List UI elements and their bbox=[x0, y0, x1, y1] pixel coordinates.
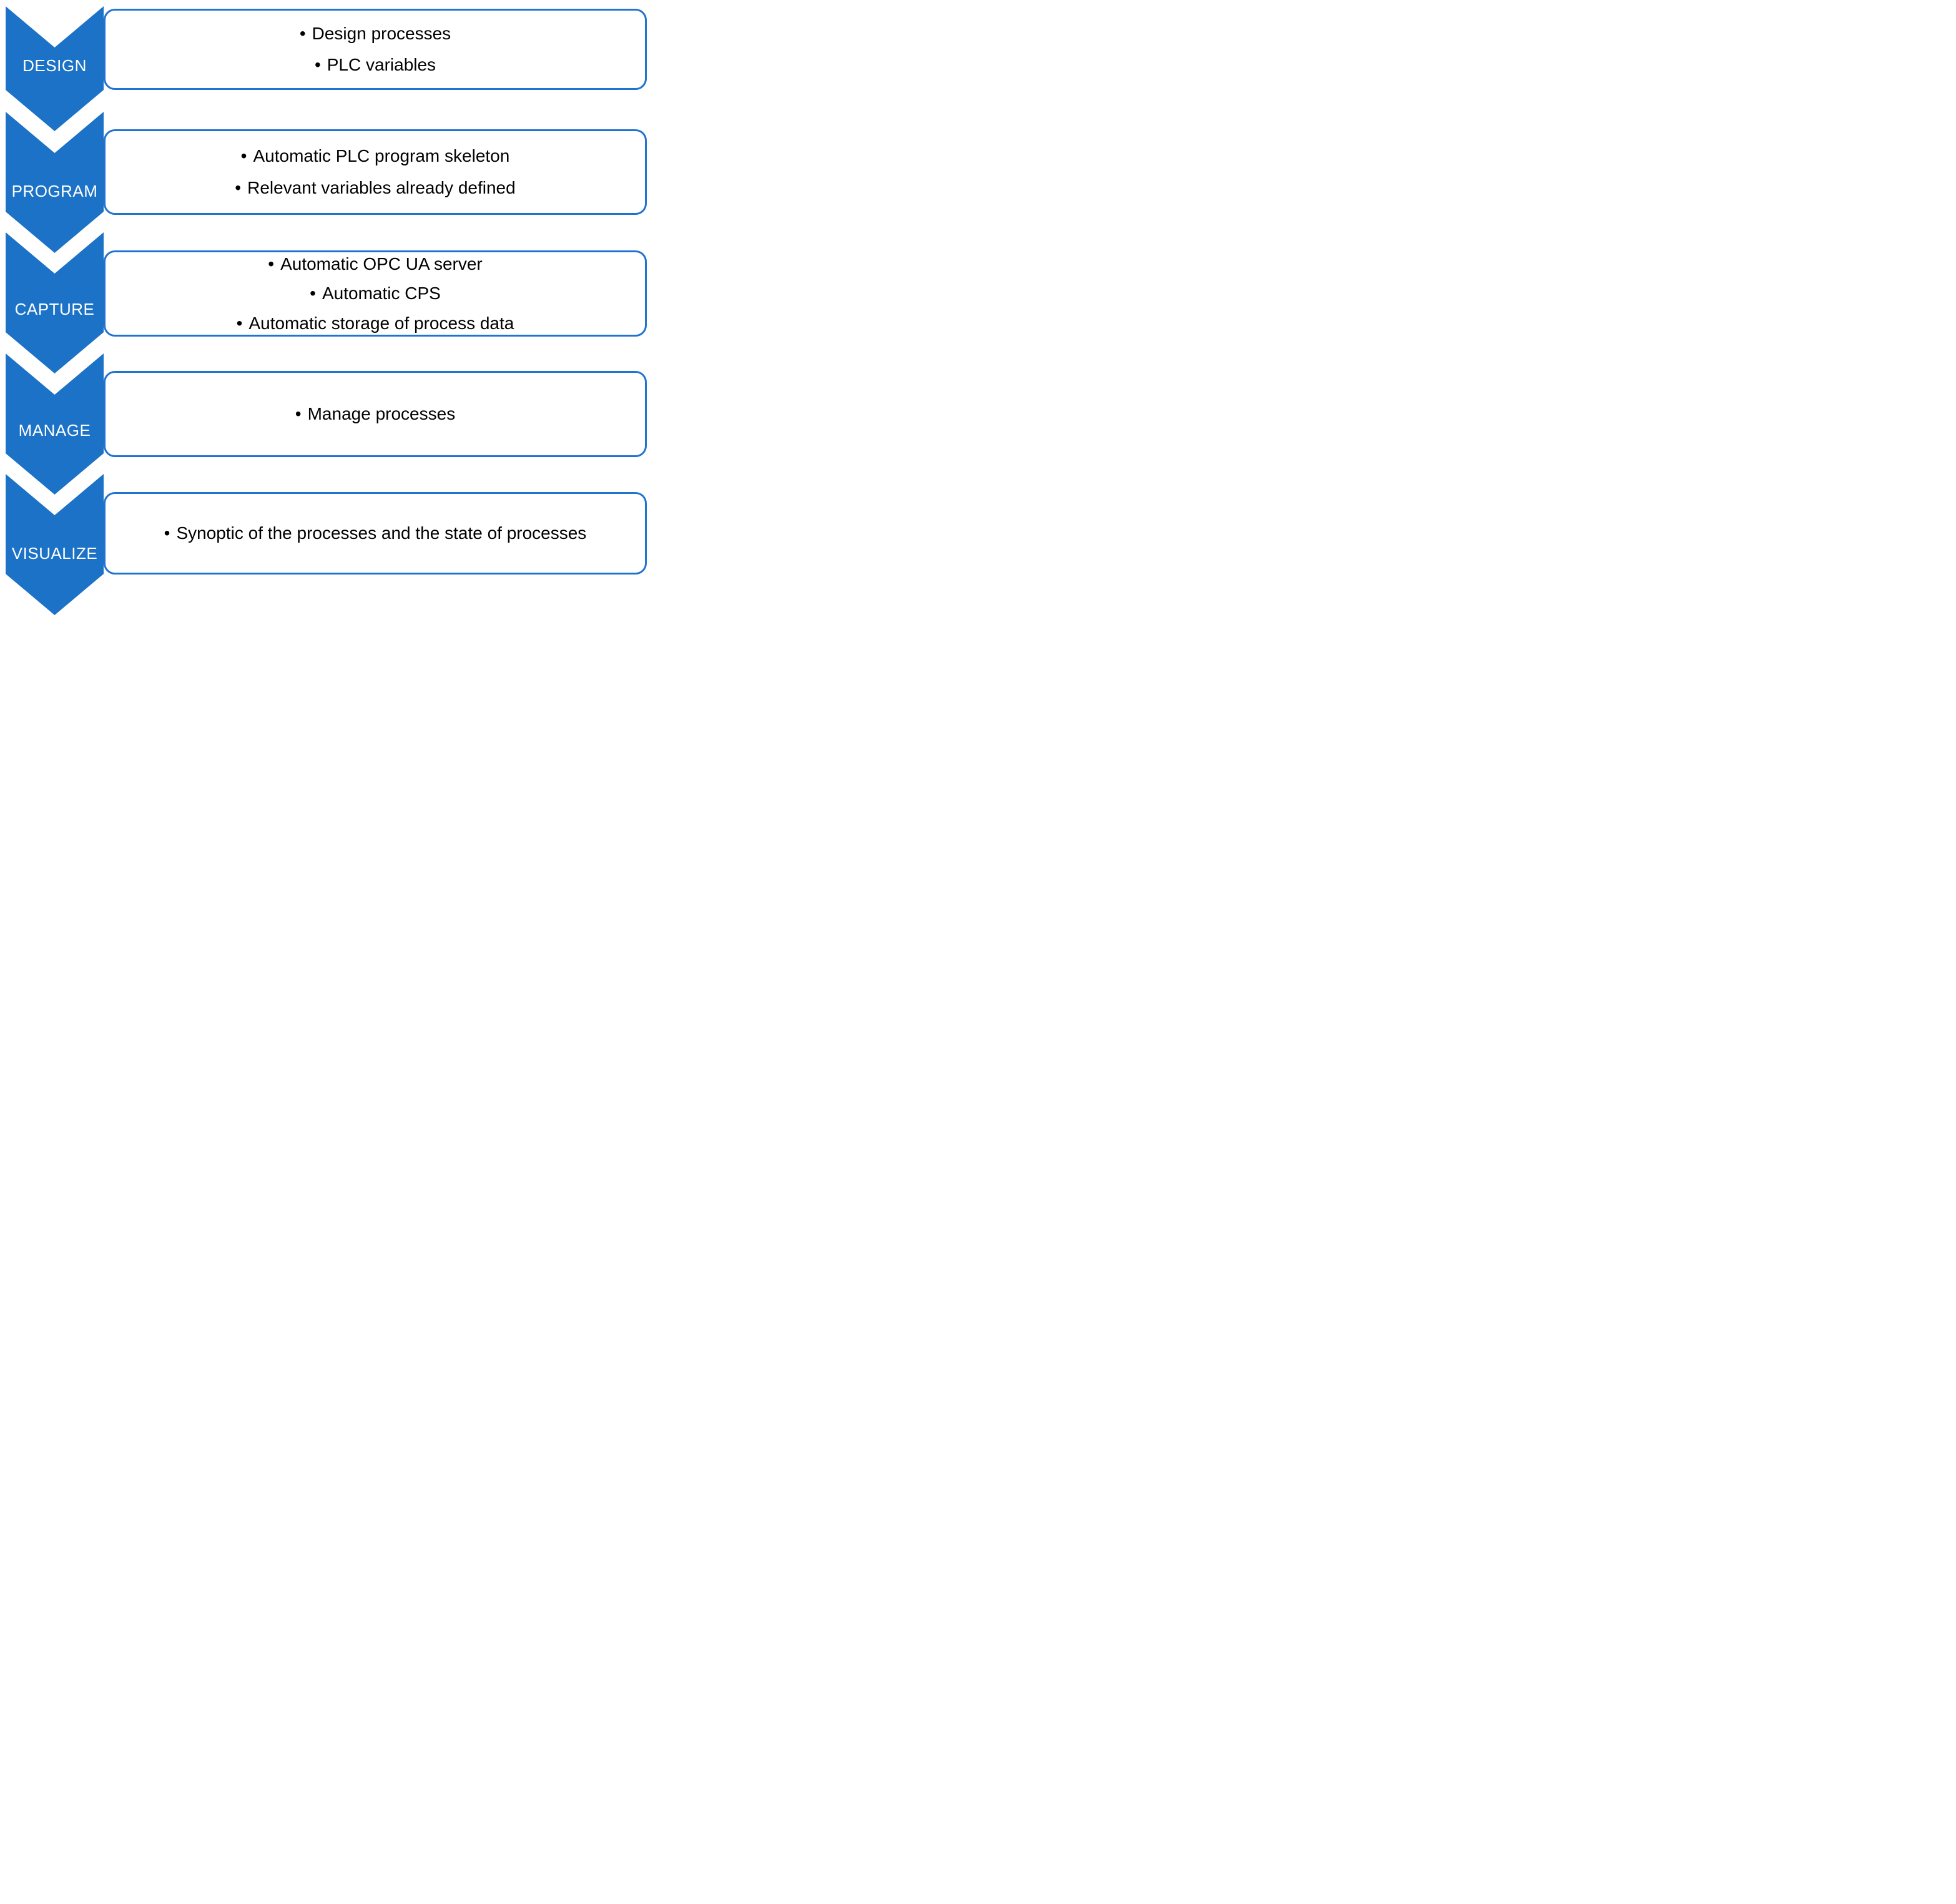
bullet-item: • Synoptic of the processes and the state… bbox=[164, 518, 587, 549]
bullet-icon: • bbox=[299, 23, 306, 43]
step-box-design: • Design processes • PLC variables bbox=[104, 9, 647, 90]
bullet-list: • Synoptic of the processes and the state… bbox=[164, 518, 587, 549]
chevron-label: VISUALIZE bbox=[11, 544, 98, 563]
bullet-icon: • bbox=[235, 177, 242, 197]
bullet-item: • Design processes bbox=[300, 18, 451, 49]
chevron-program: PROGRAM bbox=[6, 112, 104, 253]
bullet-text: Design processes bbox=[312, 23, 451, 43]
bullet-text: PLC variables bbox=[327, 55, 436, 74]
bullet-icon: • bbox=[310, 284, 316, 303]
chevron-manage: MANAGE bbox=[6, 353, 104, 495]
bullet-text: Relevant variables already defined bbox=[247, 177, 516, 197]
step-box-program: • Automatic PLC program skeleton •Relevan… bbox=[104, 129, 647, 215]
bullet-icon: • bbox=[295, 403, 302, 423]
chevron-design: DESIGN bbox=[6, 6, 104, 131]
bullet-item: •Automatic storage of process data bbox=[237, 308, 514, 338]
chevron-label: DESIGN bbox=[22, 56, 87, 75]
bullet-text: Automatic OPC UA server bbox=[280, 254, 483, 274]
step-box-capture: •Automatic OPC UA server •Automatic CPS … bbox=[104, 250, 647, 337]
bullet-icon: • bbox=[164, 523, 170, 543]
bullet-list: •Manage processes bbox=[295, 398, 455, 430]
chevron-process-diagram: DESIGN •Design processes •PLC variables … bbox=[0, 0, 652, 634]
bullet-icon: • bbox=[314, 55, 321, 74]
bullet-list: • Design processes • PLC variables bbox=[300, 18, 451, 81]
bullet-item: •Relevant variables already defined bbox=[235, 172, 515, 204]
step-box-manage: •Manage processes bbox=[104, 371, 647, 457]
bullet-icon: • bbox=[240, 146, 247, 166]
chevron-label: PROGRAM bbox=[11, 182, 98, 200]
bullet-item: • PLC variables bbox=[300, 49, 451, 81]
chevron-label: CAPTURE bbox=[14, 300, 95, 318]
chevron-capture: CAPTURE bbox=[6, 232, 104, 373]
bullet-text: Automatic storage of process data bbox=[248, 313, 514, 333]
bullet-item: •Manage processes bbox=[295, 398, 455, 430]
bullet-item: • Automatic PLC program skeleton bbox=[235, 141, 515, 172]
bullet-icon: • bbox=[236, 313, 243, 333]
chevron-visualize: VISUALIZE bbox=[6, 474, 104, 615]
bullet-text: Automatic CPS bbox=[322, 284, 441, 303]
bullet-item: •Automatic OPC UA server bbox=[237, 249, 514, 279]
bullet-list: • Automatic PLC program skeleton •Relevan… bbox=[235, 141, 515, 204]
step-box-visualize: • Synoptic of the processes and the state… bbox=[104, 492, 647, 575]
bullet-list: •Automatic OPC UA server •Automatic CPS … bbox=[237, 249, 514, 338]
bullet-item: • Automatic CPS bbox=[237, 279, 514, 308]
bullet-text: Synoptic of the processes and the state … bbox=[176, 523, 587, 543]
bullet-icon: • bbox=[268, 254, 275, 274]
bullet-text: Manage processes bbox=[307, 403, 456, 423]
bullet-text: Automatic PLC program skeleton bbox=[253, 146, 510, 166]
chevron-label: MANAGE bbox=[18, 421, 91, 440]
